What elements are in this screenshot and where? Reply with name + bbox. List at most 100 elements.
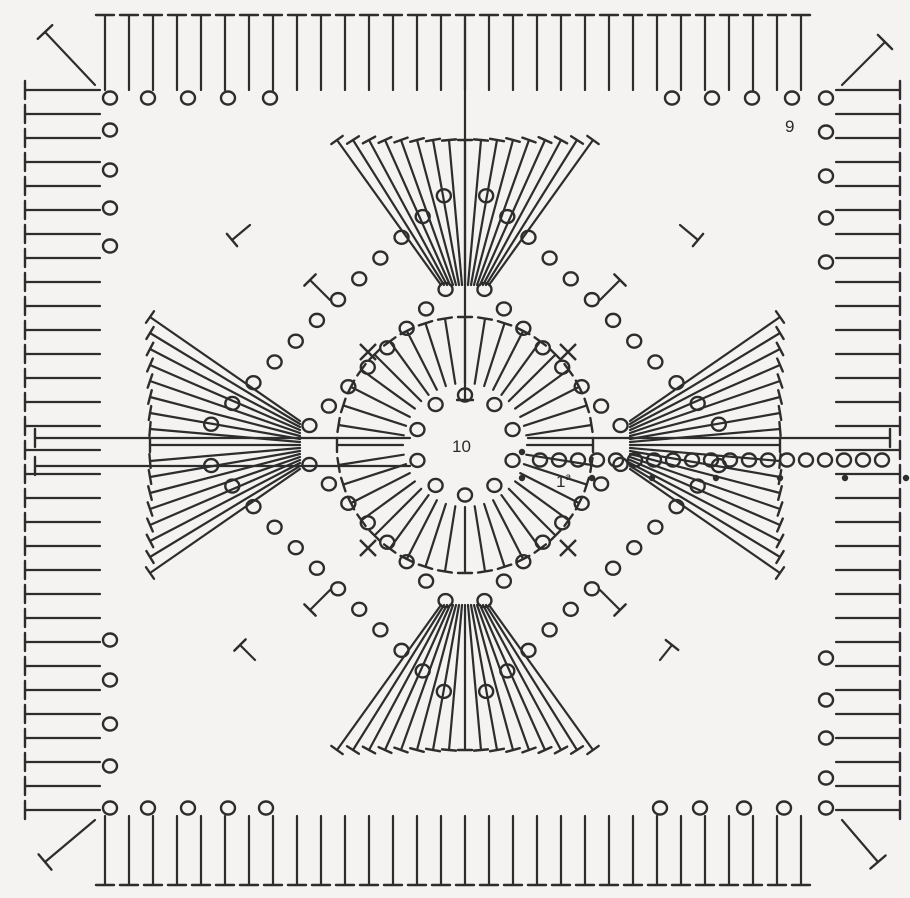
stitch-head-bar [779, 406, 781, 420]
stitch-head-bar [776, 311, 784, 323]
chain-stitch-icon [221, 802, 235, 815]
chain-stitch-icon [322, 477, 336, 490]
stitch-head-bar [590, 418, 592, 432]
double-crochet-icon [660, 645, 672, 660]
chain-stitch-icon [103, 718, 117, 731]
stitch-head-bar [474, 139, 488, 140]
chain-stitch-icon [780, 454, 794, 467]
double-crochet-icon [390, 495, 429, 548]
chain-stitch-icon [585, 293, 599, 306]
stitch-head-bar [776, 567, 784, 579]
chain-stitch-icon [263, 92, 277, 105]
chain-stitch-icon [373, 252, 387, 265]
chain-stitch-icon [819, 170, 833, 183]
double-crochet-icon [600, 590, 620, 610]
double-crochet-icon [475, 319, 485, 384]
chain-stitch-icon [439, 594, 453, 607]
chain-stitch-icon [627, 335, 641, 348]
chain-stitch-icon [429, 479, 443, 492]
double-crochet-icon [361, 370, 414, 409]
chain-stitch-icon [543, 252, 557, 265]
double-crochet-icon [630, 365, 780, 430]
double-crochet-icon [385, 605, 450, 750]
chain-stitch-icon [410, 454, 424, 467]
chain-stitch-icon [875, 454, 889, 467]
stitch-head-bar [146, 567, 154, 579]
chain-stitch-icon [594, 477, 608, 490]
chain-stitch-icon [141, 92, 155, 105]
stitch-head-bar [779, 422, 780, 436]
chain-stitch-icon [373, 623, 387, 636]
slip-stitch-icon [649, 475, 655, 481]
chain-stitch-icon [103, 634, 117, 647]
stitch-head-bar [587, 746, 598, 754]
double-crochet-icon [486, 140, 577, 285]
stitch-head-bar [778, 486, 782, 500]
chain-stitch-icon [289, 541, 303, 554]
double-crochet-icon [310, 280, 330, 300]
double-crochet-icon [475, 506, 485, 571]
chain-stitch-icon [103, 240, 117, 253]
chain-stitch-icon [819, 732, 833, 745]
chain-stitch-icon [352, 272, 366, 285]
single-crochet-icon [360, 540, 376, 556]
stitch-head-bar [148, 486, 152, 500]
chain-stitch-icon [103, 164, 117, 177]
double-crochet-icon [310, 590, 330, 610]
chain-stitch-icon [737, 802, 751, 815]
chain-stitch-icon [506, 423, 520, 436]
chain-stitch-icon [439, 283, 453, 296]
chain-stitch-icon [799, 454, 813, 467]
chain-stitch-icon [837, 454, 851, 467]
chain-stitch-icon [819, 212, 833, 225]
double-crochet-icon [353, 605, 444, 750]
slip-stitch-icon [842, 475, 848, 481]
double-crochet-icon [501, 495, 540, 548]
chain-stitch-icon [310, 562, 324, 575]
chain-stitch-icon [648, 521, 662, 534]
chain-stitch-icon [477, 594, 491, 607]
double-crochet-icon [339, 425, 404, 435]
double-crochet-icon [425, 323, 445, 386]
stitch-head-bar [778, 390, 782, 404]
stitch-head-bar [438, 317, 452, 319]
chain-stitch-icon [665, 92, 679, 105]
slip-stitch-icon [519, 449, 525, 455]
chain-stitch-icon [819, 126, 833, 139]
double-crochet-icon [515, 370, 568, 409]
single-crochet-icon [560, 540, 576, 556]
chain-stitch-icon [653, 802, 667, 815]
single-crochet-icon [560, 344, 576, 360]
chain-stitch-icon [819, 694, 833, 707]
chain-stitch-icon [648, 355, 662, 368]
chain-stitch-icon [302, 419, 316, 432]
single-crochet-icon [360, 344, 376, 360]
double-crochet-icon [343, 405, 406, 425]
chain-stitch-icon [410, 423, 424, 436]
stitch-head-bar [149, 406, 151, 420]
chain-stitch-icon [103, 92, 117, 105]
chain-stitch-icon [819, 92, 833, 105]
stitch-head-bar [426, 139, 440, 141]
double-crochet-icon [339, 455, 404, 465]
stitch-head-bar [337, 418, 339, 432]
chain-stitch-icon [614, 419, 628, 432]
stitch-head-bar [146, 551, 153, 563]
chain-stitch-icon [141, 802, 155, 815]
chain-stitch-icon [506, 454, 520, 467]
chain-stitch-icon [103, 802, 117, 815]
chain-stitch-icon [302, 458, 316, 471]
slip-stitch-icon [777, 475, 783, 481]
double-crochet-icon [374, 489, 421, 536]
chain-stitch-icon [564, 272, 578, 285]
double-crochet-icon [337, 140, 441, 285]
stitch-head-bar [39, 854, 52, 869]
chain-stitch-icon [221, 92, 235, 105]
double-crochet-icon [361, 481, 414, 520]
double-crochet-icon [150, 365, 300, 430]
double-crochet-icon [493, 331, 523, 390]
round-label-10: 10 [452, 437, 471, 456]
chain-stitch-icon [310, 314, 324, 327]
